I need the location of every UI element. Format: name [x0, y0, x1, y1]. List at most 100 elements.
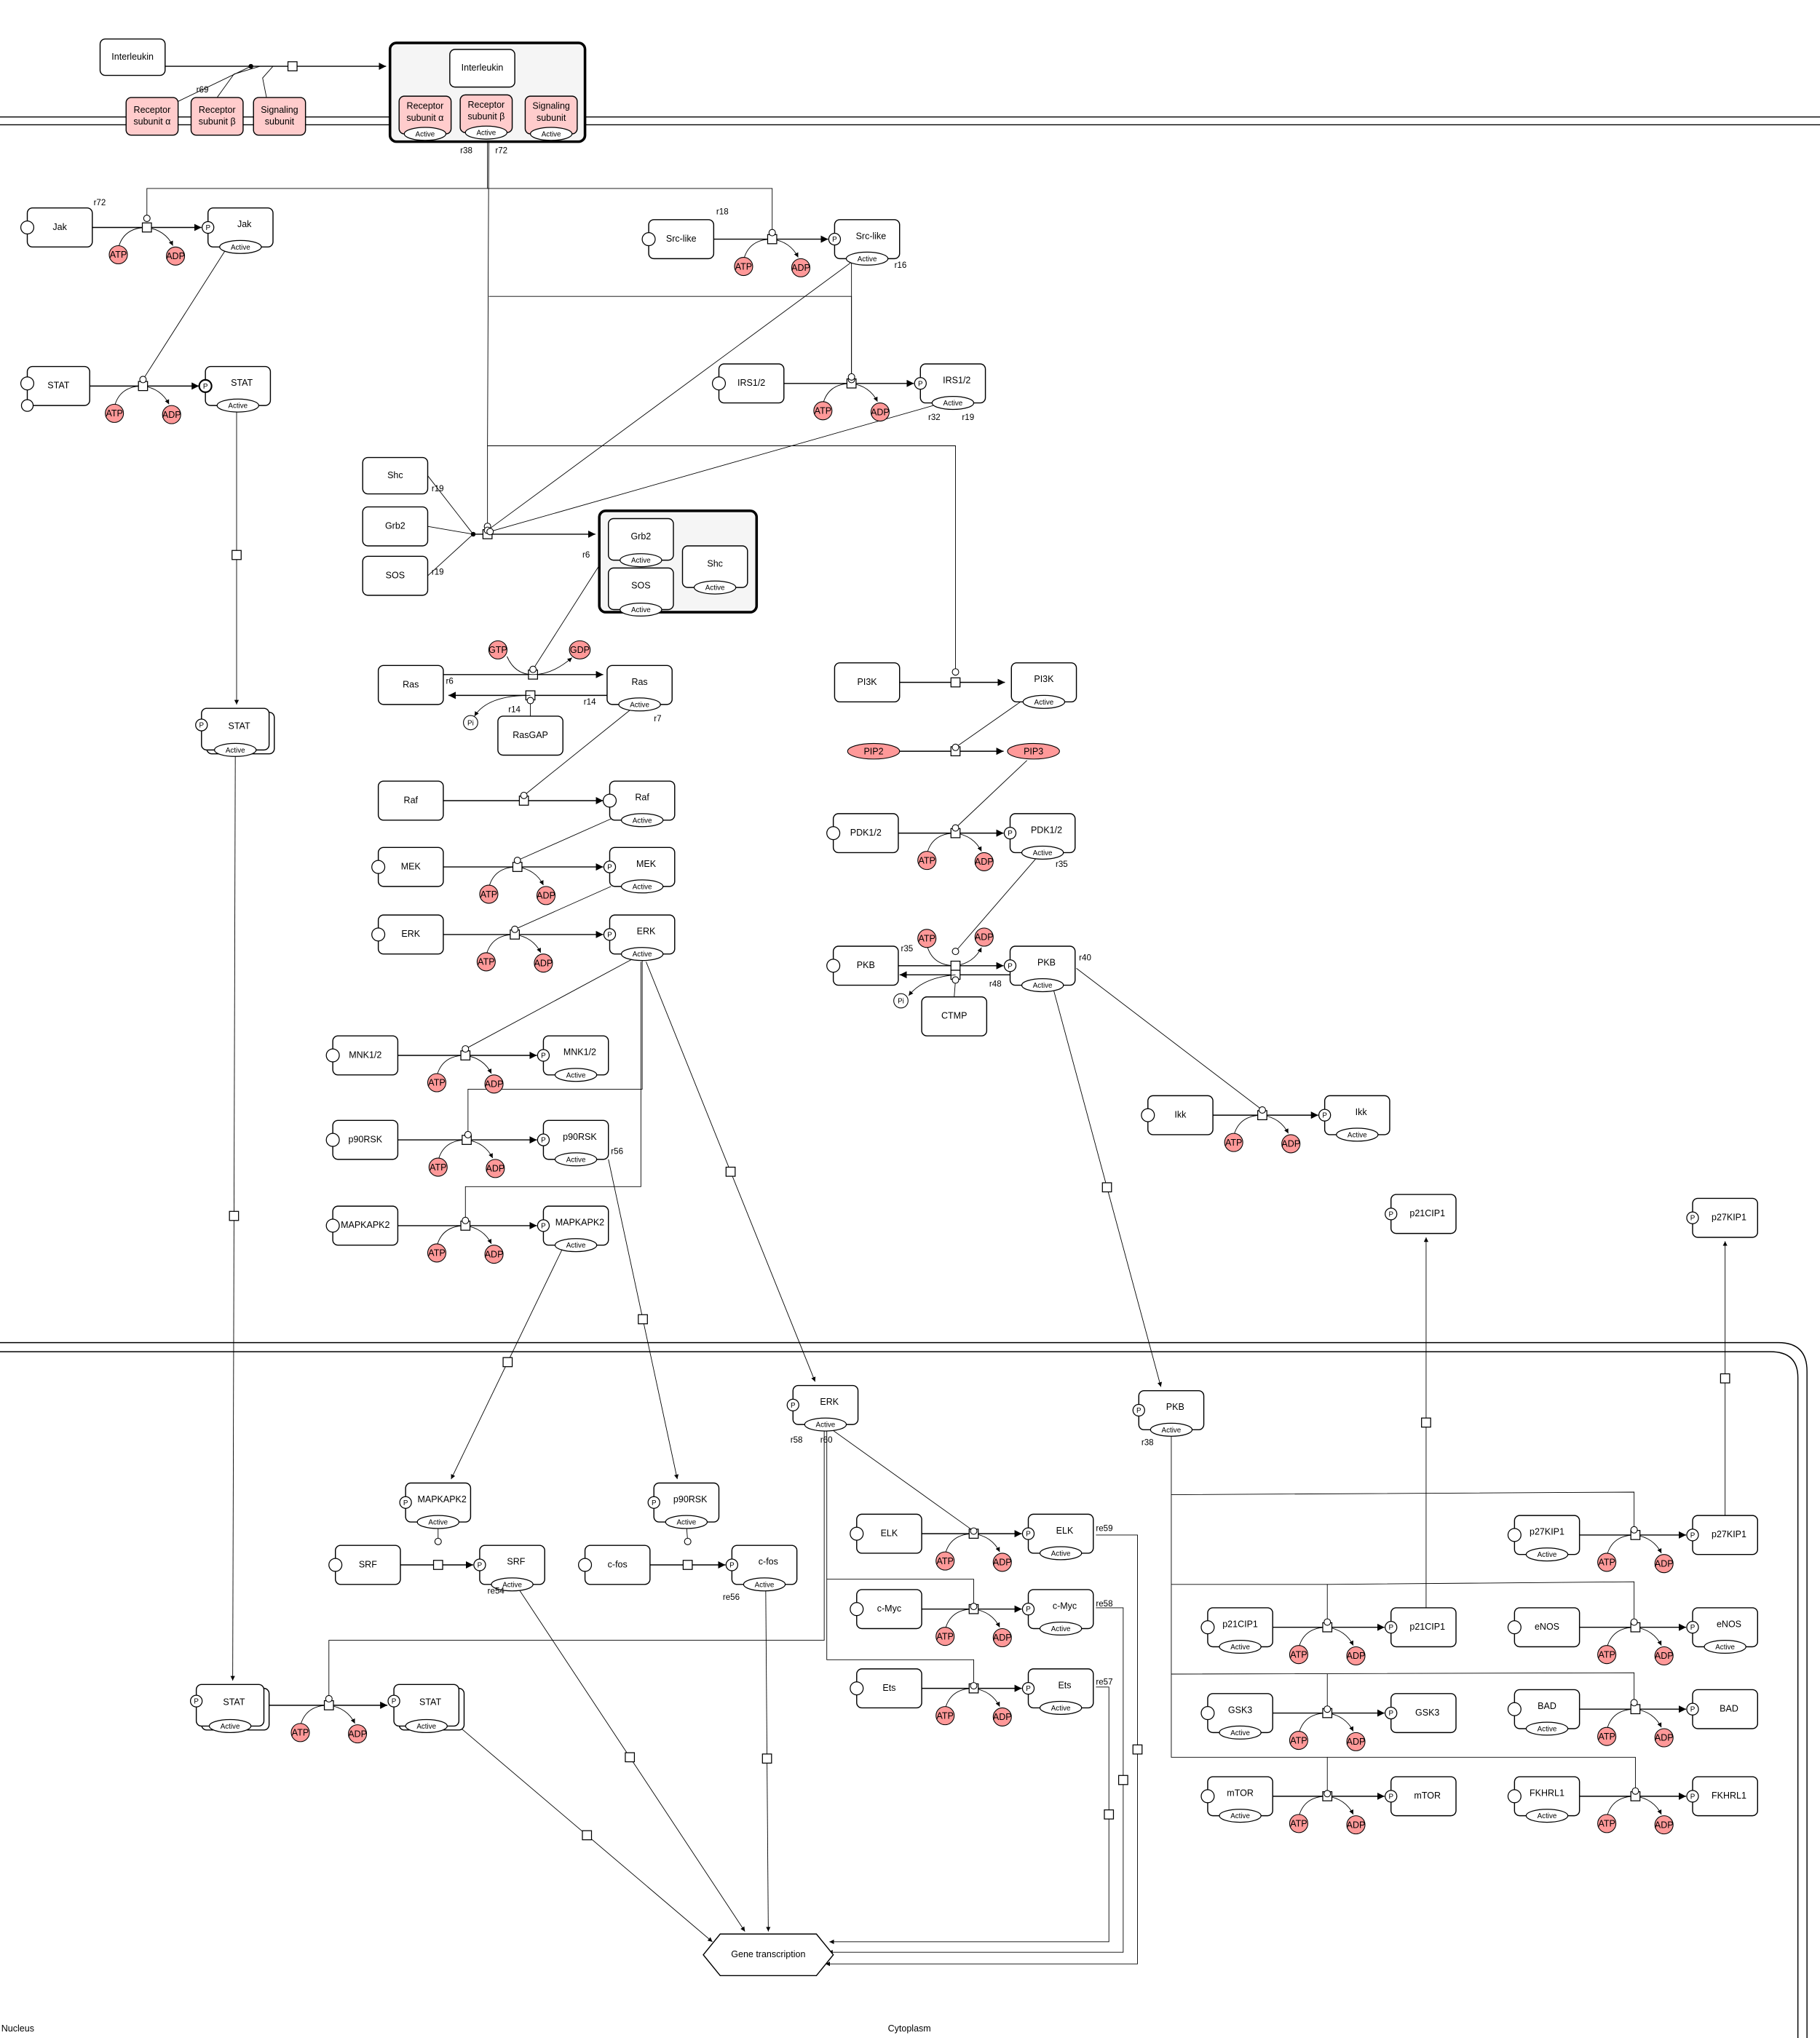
process-node[interactable]: [229, 1210, 240, 1221]
atp-circle[interactable]: ATP: [1289, 1731, 1308, 1750]
atp-circle[interactable]: ATP: [935, 1551, 955, 1571]
adp-circle[interactable]: ADP: [162, 405, 181, 424]
node-ets0[interactable]: Ets: [850, 1668, 922, 1709]
adp-circle[interactable]: ADP: [534, 953, 553, 973]
pi-circle[interactable]: Pi: [893, 993, 909, 1009]
node-ras0[interactable]: Ras: [377, 665, 444, 705]
pi-circle[interactable]: Pi: [463, 715, 478, 731]
adp-circle[interactable]: ADP: [166, 246, 186, 266]
adp-circle[interactable]: ADP: [1281, 1134, 1301, 1154]
node-srf0[interactable]: SRF: [328, 1545, 401, 1585]
adp-circle[interactable]: ADP: [536, 886, 556, 905]
atp-circle[interactable]: ATP: [476, 952, 496, 972]
atp-circle[interactable]: ATP: [108, 245, 128, 265]
adp-circle[interactable]: ADP: [1654, 1646, 1674, 1666]
node-box[interactable]: [921, 996, 988, 1036]
adp-circle[interactable]: ADP: [992, 1553, 1012, 1572]
node-rasgap[interactable]: RasGAP: [497, 715, 563, 756]
node-box[interactable]: [497, 715, 563, 756]
process-node[interactable]: [1104, 1809, 1115, 1820]
atp-circle[interactable]: ATP: [427, 1073, 447, 1093]
adp-circle[interactable]: ADP: [791, 258, 811, 277]
node-src0[interactable]: Src-like: [641, 219, 715, 260]
node-box[interactable]: [190, 97, 244, 136]
gene-transcription-node[interactable]: Gene transcription: [703, 1933, 834, 1977]
node-pkb0[interactable]: PKB: [826, 945, 899, 986]
pip2-ellipse[interactable]: PIP2: [847, 742, 901, 760]
process-node[interactable]: [141, 222, 152, 233]
node-jak0[interactable]: Jak: [20, 207, 93, 247]
node-box[interactable]: [99, 38, 166, 76]
atp-circle[interactable]: ATP: [917, 929, 937, 948]
adp-circle[interactable]: ADP: [870, 403, 890, 422]
node-il[interactable]: Interleukin: [99, 38, 166, 76]
node-elk0[interactable]: ELK: [850, 1513, 922, 1554]
node-box[interactable]: [377, 780, 444, 821]
atp-circle[interactable]: ATP: [479, 884, 499, 904]
process-node[interactable]: [1117, 1775, 1128, 1785]
node-cfos0[interactable]: c-fos: [578, 1545, 651, 1585]
node-box[interactable]: [125, 97, 179, 136]
process-node[interactable]: [432, 1560, 443, 1570]
adp-circle[interactable]: ADP: [484, 1245, 504, 1264]
adp-circle[interactable]: ADP: [992, 1627, 1012, 1648]
pip3-ellipse[interactable]: PIP3: [1007, 742, 1060, 760]
node-p90a[interactable]: p90RSK: [325, 1119, 399, 1160]
node-erk0[interactable]: ERK: [371, 914, 444, 955]
atp-circle[interactable]: ATP: [1597, 1726, 1617, 1746]
atp-circle[interactable]: ATP: [1597, 1553, 1617, 1572]
adp-circle[interactable]: ADP: [1654, 1815, 1674, 1835]
atp-circle[interactable]: ATP: [1289, 1814, 1308, 1833]
process-node[interactable]: [625, 1752, 636, 1763]
adp-circle[interactable]: ADP: [1654, 1728, 1674, 1748]
node-grb2[interactable]: Grb2: [362, 506, 429, 547]
gdp-circle[interactable]: GDP: [569, 640, 591, 659]
atp-circle[interactable]: ATP: [734, 257, 753, 277]
process-node[interactable]: [232, 550, 242, 560]
node-mek0[interactable]: MEK: [371, 846, 444, 887]
node-box[interactable]: [834, 662, 901, 702]
process-node[interactable]: [502, 1357, 513, 1368]
process-node[interactable]: [682, 1560, 693, 1570]
atp-circle[interactable]: ATP: [1597, 1645, 1617, 1665]
adp-circle[interactable]: ADP: [486, 1159, 505, 1178]
node-ctmp[interactable]: CTMP: [921, 996, 988, 1036]
process-node[interactable]: [761, 1753, 772, 1764]
process-node[interactable]: [950, 677, 961, 688]
node-sos[interactable]: SOS: [362, 555, 429, 596]
process-node[interactable]: [582, 1830, 593, 1841]
atp-circle[interactable]: ATP: [428, 1157, 448, 1177]
atp-circle[interactable]: ATP: [813, 401, 833, 421]
